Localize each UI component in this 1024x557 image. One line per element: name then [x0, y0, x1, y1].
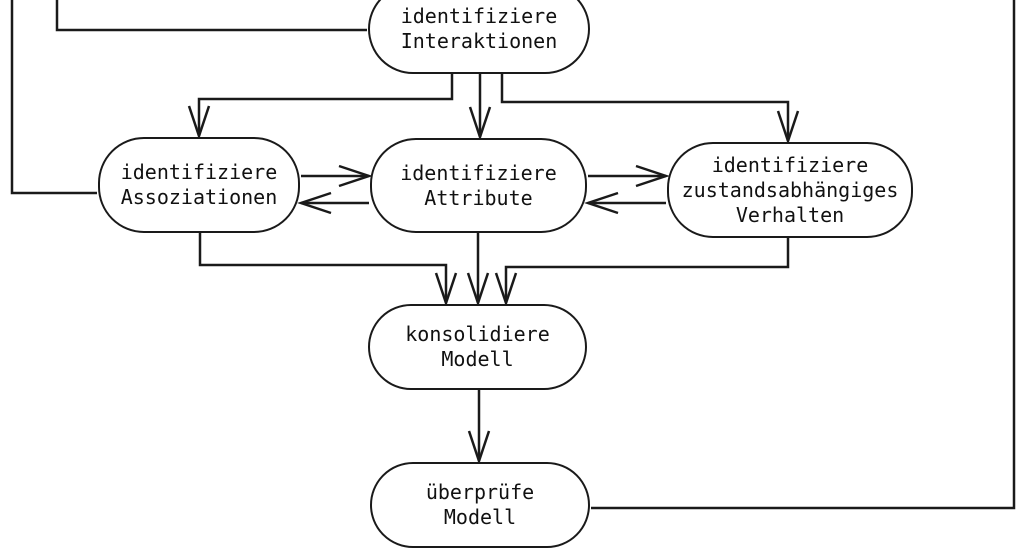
arrowhead-verhalten-to-konsolidiere: [494, 272, 518, 307]
edge-offscreen-top-left-to-assoziationen: [10, 0, 97, 195]
arrowhead-interaktionen-to-assoziationen: [187, 105, 211, 140]
arrowhead-attribute-to-verhalten: [635, 164, 670, 188]
node-identifiziere-zustandsabhaengiges-verhalten: identifiziere zustandsabhängiges Verhalt…: [667, 142, 913, 238]
arrowhead-attribute-to-konsolidiere: [466, 272, 490, 307]
node-identifiziere-attribute: identifiziere Attribute: [370, 138, 587, 233]
node-identifiziere-assoziationen: identifiziere Assoziationen: [98, 137, 300, 233]
arrowhead-assoziationen-to-attribute: [338, 164, 373, 188]
arrowhead-konsolidiere-to-ueberpruefe: [467, 430, 491, 465]
edge-interaktionen-to-assoziationen: [197, 74, 454, 136]
arrowhead-verhalten-to-attribute: [584, 191, 619, 215]
arrowhead-attribute-to-assoziationen: [297, 191, 332, 215]
arrowhead-interaktionen-to-verhalten: [776, 110, 800, 145]
node-konsolidiere-modell: konsolidiere Modell: [368, 304, 587, 390]
edge-offscreen-top-left-to-interaktionen: [55, 0, 367, 32]
edge-interaktionen-to-verhalten: [500, 74, 790, 141]
arrowhead-interaktionen-to-attribute: [468, 106, 492, 141]
arrowhead-assoziationen-to-konsolidiere: [434, 272, 458, 307]
edge-verhalten-to-konsolidiere: [504, 237, 790, 303]
node-ueberpruefe-modell: überprüfe Modell: [370, 462, 590, 548]
node-identifiziere-interaktionen: identifiziere Interaktionen: [368, 0, 590, 74]
edge-ueberpruefe-to-offscreen-top-right: [591, 0, 1016, 510]
edge-assoziationen-to-konsolidiere: [198, 232, 448, 303]
